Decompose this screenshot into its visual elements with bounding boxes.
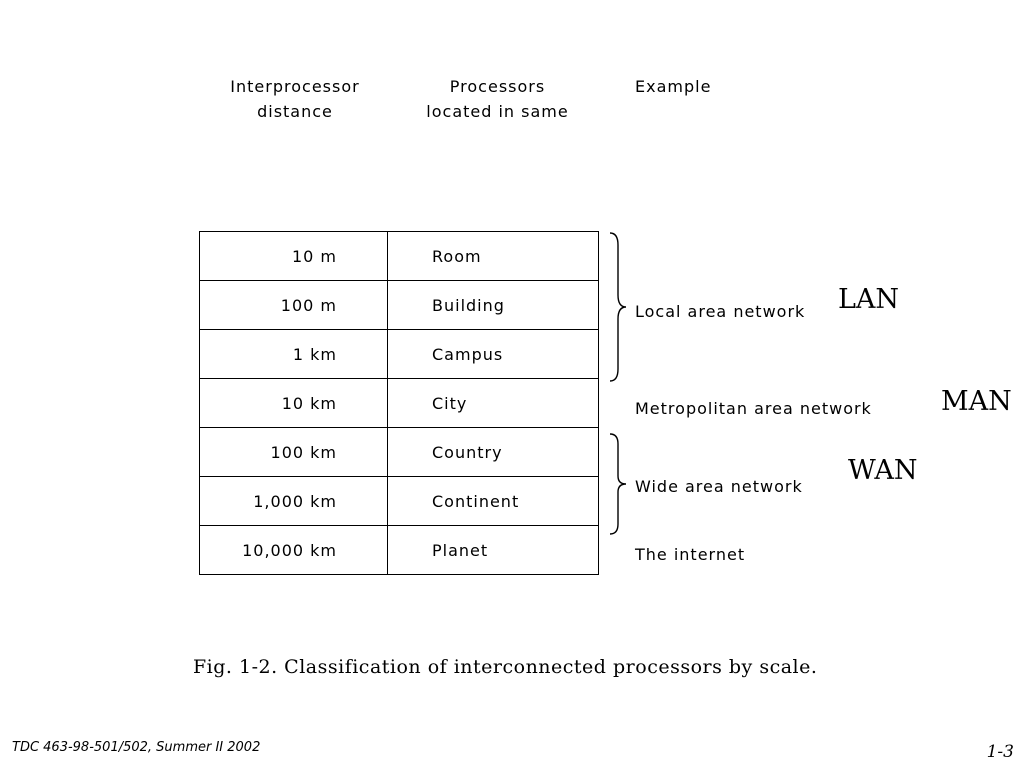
example-the-internet: The internet — [635, 545, 746, 564]
header-interprocessor-distance: Interprocessor distance — [230, 77, 360, 121]
abbr-lan: LAN — [838, 284, 900, 315]
distance-cell: 10 km — [199, 378, 388, 428]
location-cell: Campus — [387, 329, 599, 379]
table-row: 10 km City — [199, 378, 599, 428]
header-processors-located: Processors located in same — [426, 77, 569, 121]
abbr-man: MAN — [941, 386, 1012, 417]
distance-cell: 10 m — [199, 231, 388, 281]
table-row: 1,000 km Continent — [199, 476, 599, 526]
table-row: 1 km Campus — [199, 329, 599, 379]
scale-table: 10 m Room 100 m Building 1 km Campus 10 … — [199, 231, 599, 575]
distance-cell: 1 km — [199, 329, 388, 379]
distance-cell: 100 m — [199, 280, 388, 330]
abbr-wan: WAN — [848, 455, 918, 486]
example-metropolitan-area-network: Metropolitan area network — [635, 399, 872, 418]
footer-course: TDC 463-98-501/502, Summer II 2002 — [12, 740, 261, 755]
location-cell: Continent — [387, 476, 599, 526]
header-example: Example — [635, 77, 712, 96]
table-row: 100 m Building — [199, 280, 599, 330]
location-cell: Building — [387, 280, 599, 330]
table-row: 100 km Country — [199, 427, 599, 477]
location-cell: Room — [387, 231, 599, 281]
table-row: 10,000 km Planet — [199, 525, 599, 575]
lan-brace-icon — [609, 232, 627, 382]
wan-brace-icon — [609, 433, 627, 535]
location-cell: City — [387, 378, 599, 428]
location-cell: Planet — [387, 525, 599, 575]
example-wide-area-network: Wide area network — [635, 477, 803, 496]
distance-cell: 10,000 km — [199, 525, 388, 575]
figure-caption: Fig. 1-2. Classification of interconnect… — [193, 656, 818, 678]
distance-cell: 1,000 km — [199, 476, 388, 526]
footer-page-number: 1-3 — [986, 742, 1014, 762]
table-row: 10 m Room — [199, 231, 599, 281]
distance-cell: 100 km — [199, 427, 388, 477]
location-cell: Country — [387, 427, 599, 477]
example-local-area-network: Local area network — [635, 302, 806, 321]
